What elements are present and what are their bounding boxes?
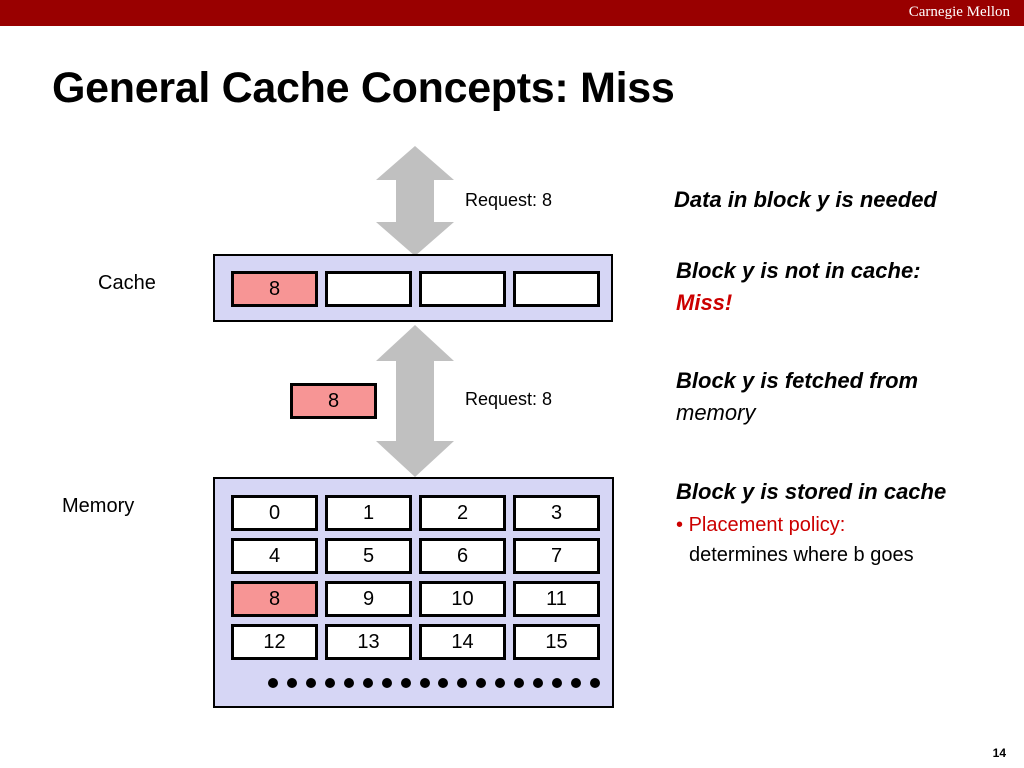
- header-bar: Carnegie Mellon: [0, 0, 1024, 26]
- memory-block: 10: [419, 581, 506, 617]
- memory-container: 0 1 2 3 4 5 6 7 8 9 10 11 12 13 14 15: [213, 477, 614, 708]
- memory-block: 6: [419, 538, 506, 574]
- memory-block: 7: [513, 538, 600, 574]
- memory-block: 1: [325, 495, 412, 531]
- bullet-body: determines where b goes: [689, 544, 914, 566]
- memory-block: 9: [325, 581, 412, 617]
- memory-block: 3: [513, 495, 600, 531]
- ellipsis-dots: [268, 672, 600, 694]
- note-fetched: Block y is fetched from memory: [676, 365, 918, 429]
- memory-block: 4: [231, 538, 318, 574]
- bullet-head: Placement policy:: [688, 514, 846, 536]
- note-fetched-line2: memory: [676, 400, 756, 425]
- memory-block: 0: [231, 495, 318, 531]
- memory-block: 15: [513, 624, 600, 660]
- brand-name: Carnegie Mellon: [908, 4, 1010, 20]
- page-number: 14: [992, 746, 1006, 760]
- note-data-needed: Data in block y is needed: [674, 187, 937, 212]
- cache-container: 8: [213, 254, 613, 322]
- bullet-dot-icon: •: [676, 514, 684, 536]
- placement-policy-bullet: • Placement policy: determines where b g…: [676, 510, 914, 570]
- cache-block: 8: [231, 271, 318, 307]
- cache-block: [419, 271, 506, 307]
- cache-block: [513, 271, 600, 307]
- note-not-in-cache-line1: Block y is not in cache:: [676, 258, 921, 283]
- memory-label: Memory: [62, 495, 135, 517]
- cache-block: [325, 271, 412, 307]
- request-arrow-middle: [376, 325, 454, 477]
- memory-block: 14: [419, 624, 506, 660]
- note-miss: Miss!: [676, 290, 733, 315]
- cache-label: Cache: [98, 272, 156, 294]
- request-label-top: Request: 8: [465, 190, 553, 210]
- memory-block: 12: [231, 624, 318, 660]
- note-fetched-line1: Block y is fetched from: [676, 368, 919, 393]
- memory-block: 13: [325, 624, 412, 660]
- note-not-in-cache: Block y is not in cache: Miss!: [676, 255, 921, 319]
- memory-block: 11: [513, 581, 600, 617]
- note-stored: Block y is stored in cache: [676, 479, 947, 504]
- memory-block: 2: [419, 495, 506, 531]
- request-label-middle: Request: 8: [465, 389, 553, 409]
- slide-title: General Cache Concepts: Miss: [52, 64, 675, 112]
- fetched-block: 8: [290, 383, 377, 419]
- request-arrow-top: [376, 146, 454, 256]
- memory-block: 8: [231, 581, 318, 617]
- memory-block: 5: [325, 538, 412, 574]
